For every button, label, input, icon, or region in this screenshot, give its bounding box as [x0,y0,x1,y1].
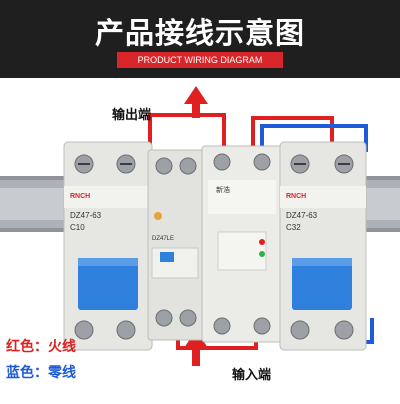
legend-red: 红色：火线 [6,339,76,355]
live-output-wire [148,113,194,152]
breaker-left-rating: C10 [70,223,85,232]
input-label: 输入端 [232,368,272,383]
rcd-model: DZ47LE [152,236,174,242]
page-title: 产品接线示意图 [94,16,305,50]
breaker-right-rating: C32 [286,223,301,232]
breaker-left-brand: RNCH [70,193,90,200]
breaker-right-brand: RNCH [286,193,306,200]
page-subtitle: PRODUCT WIRING DIAGRAM [117,52,283,68]
wiring-diagram-graphic: RNCH DZ47-63 C10 DZ47LE 新浩 [0,86,400,366]
output-arrow-icon [184,86,208,118]
breaker-right [279,141,367,351]
protector-brand: 新浩 [216,185,230,194]
rcd-module [147,149,205,341]
breaker-right-handle [292,258,352,310]
legend-blue: 蓝色：零线 [6,365,76,381]
breaker-left-model: DZ47-63 [70,211,102,220]
output-label: 输出端 [112,108,152,123]
wiring-diagram: RNCH DZ47-63 C10 DZ47LE 新浩 [0,78,400,400]
breaker-left [63,141,153,351]
neutral-output-wire [260,124,368,152]
voltage-protector [201,145,283,343]
header: 产品接线示意图 PRODUCT WIRING DIAGRAM [0,0,400,78]
breaker-left-handle [78,258,138,310]
breaker-right-model: DZ47-63 [286,211,318,220]
